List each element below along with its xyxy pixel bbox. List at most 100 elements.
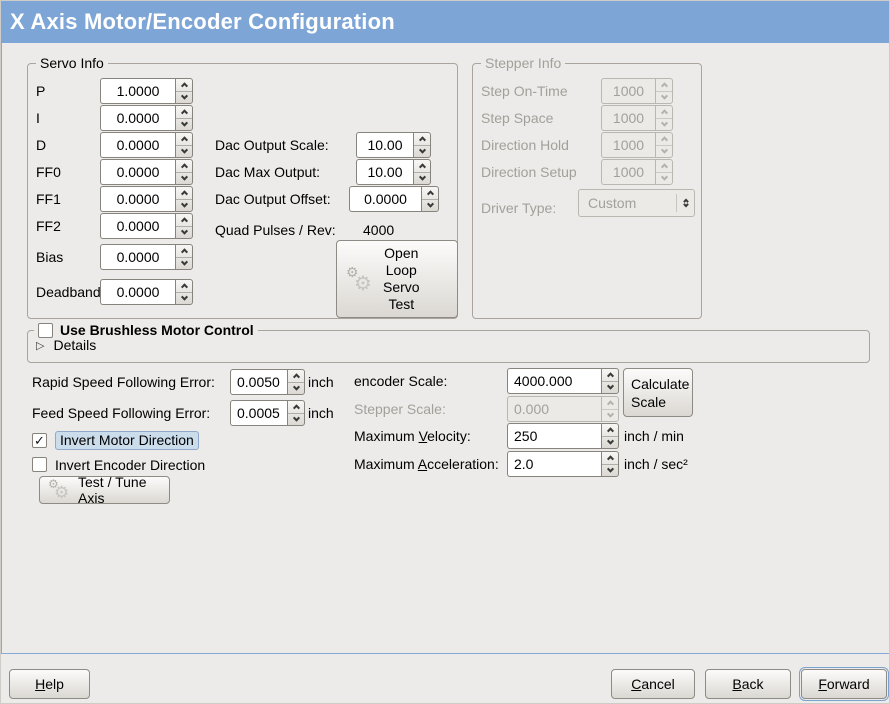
use-brushless-checkbox[interactable] [38, 322, 53, 338]
max-velocity-input[interactable]: 250 [507, 423, 601, 449]
spin-down-icon[interactable] [176, 173, 192, 185]
p-spinbox[interactable]: 1.0000 [100, 78, 193, 104]
invert-motor-checkbox[interactable]: ✓ [32, 433, 47, 448]
ff2-spinbox[interactable]: 0.0000 [100, 213, 193, 239]
spin-down-icon[interactable] [602, 382, 618, 394]
bias-spinbox[interactable]: 0.0000 [100, 244, 193, 270]
spinner-buttons[interactable] [601, 368, 619, 394]
spin-down-icon[interactable] [422, 200, 438, 212]
bias-input[interactable]: 0.0000 [100, 244, 175, 270]
ff0-input[interactable]: 0.0000 [100, 159, 175, 185]
stepper-info-frame-title: Stepper Info [481, 54, 566, 72]
ff1-spinbox[interactable]: 0.0000 [100, 186, 193, 212]
spin-up-icon[interactable] [176, 133, 192, 146]
spin-up-icon[interactable] [602, 369, 618, 382]
spinner-buttons[interactable] [601, 423, 619, 449]
spin-down-icon[interactable] [414, 146, 430, 158]
spin-down-icon[interactable] [602, 437, 618, 449]
spin-up-icon[interactable] [422, 187, 438, 200]
spin-up-icon[interactable] [176, 187, 192, 200]
max-velocity-spinbox[interactable]: 250 [507, 423, 619, 449]
rapid-following-error-input[interactable]: 0.0050 [230, 369, 287, 395]
calculate-scale-button[interactable]: Calculate Scale [623, 368, 693, 417]
spin-up-icon[interactable] [176, 106, 192, 119]
deadband-input[interactable]: 0.0000 [100, 279, 175, 305]
dac-max-output-spinbox[interactable]: 10.00 [356, 159, 431, 185]
max-acceleration-spinbox[interactable]: 2.0 [507, 451, 619, 477]
spin-down-icon[interactable] [176, 92, 192, 104]
spin-down-icon[interactable] [176, 293, 192, 305]
spinner-buttons[interactable] [175, 213, 193, 239]
invert-motor-direction-row[interactable]: ✓ Invert Motor Direction [32, 431, 199, 450]
spinner-buttons[interactable] [601, 451, 619, 477]
spin-up-icon[interactable] [176, 79, 192, 92]
invert-motor-label[interactable]: Invert Motor Direction [55, 431, 199, 450]
d-spinbox[interactable]: 0.0000 [100, 132, 193, 158]
spinner-buttons [655, 159, 673, 185]
spin-down-icon[interactable] [176, 146, 192, 158]
spin-up-icon[interactable] [414, 160, 430, 173]
spinner-buttons[interactable] [287, 400, 305, 426]
spin-up-icon[interactable] [176, 280, 192, 293]
ff0-spinbox[interactable]: 0.0000 [100, 159, 193, 185]
rapid-following-error-spinbox[interactable]: 0.0050 [230, 369, 305, 395]
spinner-buttons[interactable] [175, 244, 193, 270]
p-input[interactable]: 1.0000 [100, 78, 175, 104]
open-loop-servo-test-button[interactable]: ⚙⚙ Open Loop Servo Test [336, 240, 458, 318]
servo-info-frame-title: Servo Info [36, 54, 108, 72]
dac-output-offset-input[interactable]: 0.0000 [349, 186, 421, 212]
spinner-buttons[interactable] [413, 159, 431, 185]
spin-down-icon[interactable] [288, 383, 304, 395]
page-title: X Axis Motor/Encoder Configuration [10, 9, 395, 34]
spin-up-icon[interactable] [176, 245, 192, 258]
spinner-buttons[interactable] [175, 279, 193, 305]
ff2-input[interactable]: 0.0000 [100, 213, 175, 239]
spinner-buttons[interactable] [175, 105, 193, 131]
spinner-buttons[interactable] [175, 159, 193, 185]
driver-type-value: Custom [588, 195, 637, 211]
spin-up-icon[interactable] [414, 133, 430, 146]
ff1-input[interactable]: 0.0000 [100, 186, 175, 212]
spin-down-icon[interactable] [176, 227, 192, 239]
invert-encoder-label[interactable]: Invert Encoder Direction [55, 456, 206, 473]
deadband-spinbox[interactable]: 0.0000 [100, 279, 193, 305]
spin-up-icon[interactable] [602, 424, 618, 437]
invert-encoder-direction-row[interactable]: Invert Encoder Direction [32, 455, 205, 474]
cancel-button[interactable]: Cancel [611, 669, 695, 699]
i-input[interactable]: 0.0000 [100, 105, 175, 131]
spin-up-icon[interactable] [288, 370, 304, 383]
spinner-buttons[interactable] [413, 132, 431, 158]
dac-output-scale-input[interactable]: 10.00 [356, 132, 413, 158]
i-spinbox[interactable]: 0.0000 [100, 105, 193, 131]
invert-encoder-checkbox[interactable] [32, 457, 47, 472]
spinner-buttons[interactable] [175, 132, 193, 158]
spin-down-icon[interactable] [176, 200, 192, 212]
spin-up-icon[interactable] [602, 452, 618, 465]
dac-output-offset-spinbox[interactable]: 0.0000 [349, 186, 439, 212]
encoder-scale-input[interactable]: 4000.000 [507, 368, 601, 394]
spinner-buttons[interactable] [287, 369, 305, 395]
spin-up-icon[interactable] [288, 401, 304, 414]
dac-output-scale-spinbox[interactable]: 10.00 [356, 132, 431, 158]
back-button[interactable]: Back [705, 669, 791, 699]
spin-down-icon[interactable] [414, 173, 430, 185]
spin-down-icon[interactable] [288, 414, 304, 426]
test-tune-axis-button[interactable]: ⚙⚙ Test / Tune Axis [39, 474, 170, 506]
max-acceleration-input[interactable]: 2.0 [507, 451, 601, 477]
details-expander[interactable]: ▷ Details [36, 337, 96, 353]
spinner-buttons[interactable] [421, 186, 439, 212]
spinner-buttons[interactable] [175, 186, 193, 212]
spin-down-icon[interactable] [176, 258, 192, 270]
feed-following-error-spinbox[interactable]: 0.0005 [230, 400, 305, 426]
spin-down-icon[interactable] [176, 119, 192, 131]
help-button[interactable]: Help [9, 669, 90, 699]
spin-down-icon[interactable] [602, 465, 618, 477]
spin-up-icon[interactable] [176, 160, 192, 173]
dac-max-output-input[interactable]: 10.00 [356, 159, 413, 185]
spin-up-icon[interactable] [176, 214, 192, 227]
spinner-buttons[interactable] [175, 78, 193, 104]
encoder-scale-spinbox[interactable]: 4000.000 [507, 368, 619, 394]
forward-button[interactable]: Forward [799, 667, 889, 701]
feed-following-error-input[interactable]: 0.0005 [230, 400, 287, 426]
d-input[interactable]: 0.0000 [100, 132, 175, 158]
